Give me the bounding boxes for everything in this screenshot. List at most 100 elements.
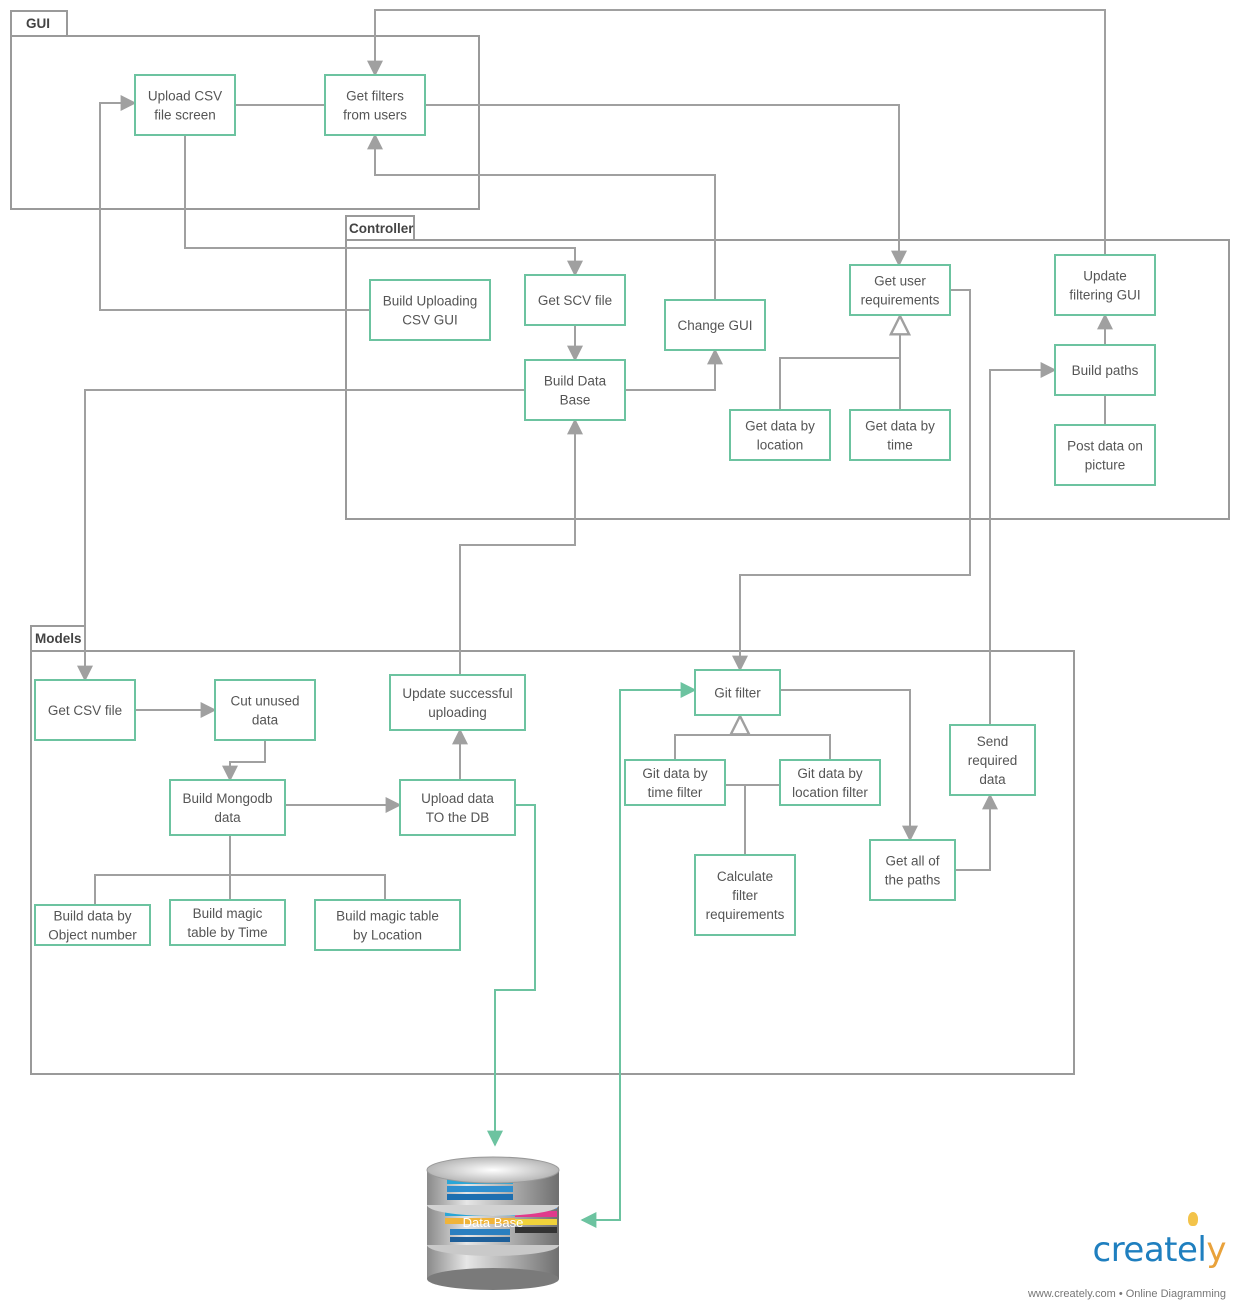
node-box[interactable] — [369, 279, 491, 341]
connector-builddb-getcsv — [77, 389, 525, 682]
node-box[interactable] — [624, 759, 726, 806]
node-label: Get filters — [346, 89, 404, 104]
node-label: Git filter — [714, 686, 761, 701]
node-label: required — [968, 753, 1018, 768]
connector-buildgui-upload — [99, 95, 370, 311]
node-box[interactable] — [399, 779, 516, 836]
node-box[interactable] — [849, 264, 951, 316]
node-label: location filter — [792, 785, 868, 800]
node-get-csv-file[interactable]: Get CSV file — [34, 679, 136, 741]
brand-accent: y — [1206, 1230, 1226, 1270]
node-box[interactable] — [34, 904, 151, 946]
node-build-paths[interactable]: Build paths — [1054, 344, 1156, 396]
node-box[interactable] — [524, 359, 626, 421]
db-connectors — [487, 682, 697, 1228]
connector-upload-getscv — [184, 135, 583, 277]
node-label: Build paths — [1072, 363, 1139, 378]
node-box[interactable] — [694, 669, 781, 716]
node-label: filtering GUI — [1069, 288, 1140, 303]
node-box[interactable] — [314, 899, 461, 951]
node-box[interactable] — [1054, 254, 1156, 316]
node-send-required[interactable]: Send required data — [949, 724, 1036, 796]
node-label: data — [979, 772, 1006, 787]
node-box[interactable] — [214, 679, 316, 741]
node-box[interactable] — [779, 759, 881, 806]
node-box[interactable] — [324, 74, 426, 136]
node-label: Build Data — [544, 374, 607, 389]
node-box[interactable] — [949, 724, 1036, 796]
connector-requirements-gitfilter — [732, 289, 971, 672]
node-box[interactable] — [389, 674, 526, 731]
node-label: time filter — [648, 785, 703, 800]
node-box[interactable] — [664, 299, 766, 351]
node-box[interactable] — [849, 409, 951, 461]
node-label: Build data by — [53, 909, 131, 924]
node-calculate-filter[interactable]: Calculate filter requirements — [694, 854, 796, 936]
node-box[interactable] — [169, 779, 286, 836]
connector-cut-mongodb — [222, 740, 266, 782]
node-box[interactable] — [1054, 344, 1156, 396]
package-controller: Controller — [345, 215, 1230, 520]
package-models-label: Models — [35, 631, 82, 646]
node-box[interactable] — [694, 854, 796, 936]
node-box[interactable] — [169, 899, 286, 946]
node-label: Get data by — [745, 419, 815, 434]
node-label: requirements — [706, 907, 785, 922]
node-box[interactable] — [34, 679, 136, 741]
node-label: Calculate — [717, 869, 773, 884]
connector-updategui-filters — [367, 9, 1106, 255]
lightbulb-icon — [1188, 1212, 1198, 1226]
connector-filters-requirements — [425, 104, 907, 267]
node-git-filter[interactable]: Git filter — [694, 669, 781, 716]
node-box[interactable] — [1054, 424, 1156, 486]
package-gui-label: GUI — [26, 16, 50, 31]
node-label: the paths — [885, 873, 941, 888]
connector-upload-database — [487, 804, 536, 1147]
node-label: Build Mongodb — [182, 791, 272, 806]
node-label: location — [757, 438, 804, 453]
connector-gitfilter-allpaths — [780, 689, 918, 842]
connector-changegui-filters — [367, 133, 716, 300]
node-box[interactable] — [134, 74, 236, 136]
connector-send-buildpaths — [989, 362, 1057, 725]
node-label: Send — [977, 734, 1009, 749]
node-get-data-location[interactable]: Get data by location — [729, 409, 831, 461]
node-change-gui[interactable]: Change GUI — [664, 299, 766, 351]
node-label: Get CSV file — [48, 703, 122, 718]
node-label: Update — [1083, 269, 1127, 284]
node-label: Upload data — [421, 791, 494, 806]
node-label: Change GUI — [677, 318, 752, 333]
node-update-filtering-gui[interactable]: Update filtering GUI — [1054, 254, 1156, 316]
node-box[interactable] — [869, 839, 956, 901]
creately-tagline: www.creately.com • Online Diagramming — [1027, 1288, 1226, 1300]
node-upload-to-db[interactable]: Upload data TO the DB — [399, 779, 516, 836]
node-label: Build Uploading — [383, 294, 478, 309]
connector-location-requirements — [779, 357, 900, 410]
node-box[interactable] — [524, 274, 626, 326]
node-label: TO the DB — [426, 810, 490, 825]
node-label: Upload CSV — [148, 89, 222, 104]
package-models: Models — [30, 625, 1075, 1075]
node-label: filter — [732, 888, 758, 903]
node-get-scv-file[interactable]: Get SCV file — [524, 274, 626, 326]
node-box[interactable] — [729, 409, 831, 461]
node-label: Build magic table — [336, 909, 439, 924]
